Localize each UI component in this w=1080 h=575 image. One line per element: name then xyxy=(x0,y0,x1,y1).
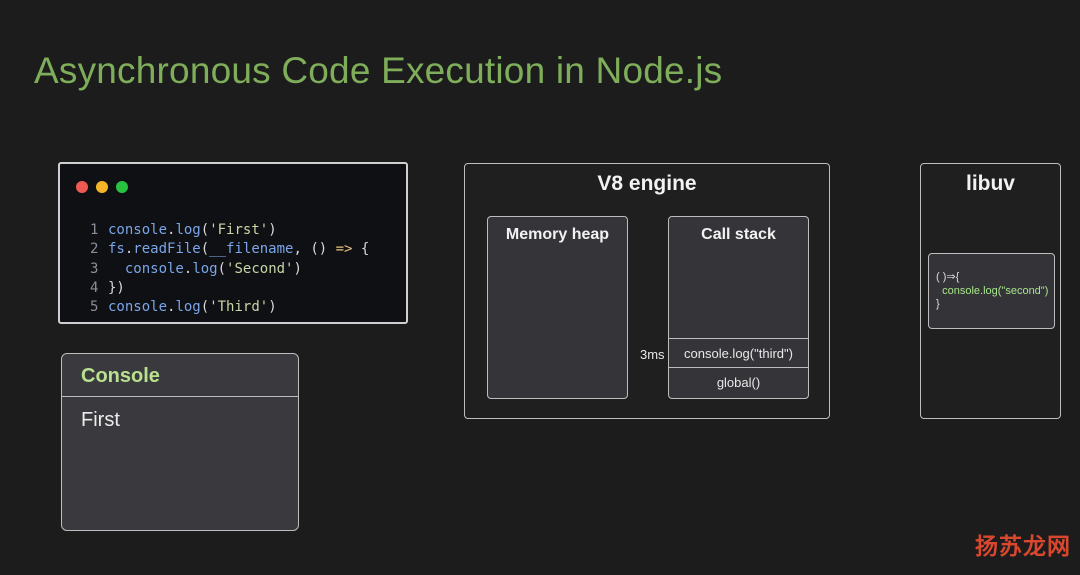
minimize-dot-icon[interactable] xyxy=(96,181,108,193)
watermark-logo: 扬苏龙网 xyxy=(975,534,1071,560)
code-token: fs xyxy=(108,241,125,258)
code-token: ( xyxy=(200,299,210,316)
code-token xyxy=(108,261,125,277)
memory-heap-box: Memory heap xyxy=(487,216,628,399)
code-token: . xyxy=(124,241,134,258)
window-controls xyxy=(76,181,128,193)
memory-heap-title: Memory heap xyxy=(505,226,610,243)
line-number: 3 xyxy=(90,260,99,277)
timer-label: 3ms xyxy=(640,347,665,362)
maximize-dot-icon[interactable] xyxy=(116,181,128,193)
line-number: 1 xyxy=(90,222,99,238)
console-title: Console xyxy=(62,354,298,397)
code-token: ) xyxy=(293,260,302,277)
code-token: , () xyxy=(293,241,336,258)
code-token: __filename xyxy=(209,241,294,258)
close-dot-icon[interactable] xyxy=(76,181,88,193)
code-line: 4}) xyxy=(90,279,369,298)
code-token: 'Second' xyxy=(226,260,294,277)
callback-line: } xyxy=(936,298,940,310)
stack-frame: global() xyxy=(669,367,808,396)
line-number: 5 xyxy=(90,299,99,316)
code-token: . xyxy=(167,299,176,316)
code-token: ( xyxy=(200,222,210,238)
v8-engine-title: V8 engine xyxy=(597,172,697,195)
console-output: First xyxy=(81,409,120,431)
code-token: => xyxy=(335,241,353,258)
call-stack-box: Call stack console.log("third") global() xyxy=(668,216,809,399)
code-token: . xyxy=(167,222,176,238)
call-stack-title: Call stack xyxy=(701,226,776,243)
code-token: console xyxy=(108,222,168,238)
code-line: 3 console.log('Second') xyxy=(90,260,369,279)
callback-line: console.log("second") xyxy=(936,284,1049,297)
code-token: log xyxy=(175,222,201,238)
code-line: 5 console.log('Third') xyxy=(90,298,369,317)
code-token: 'Third' xyxy=(209,299,269,316)
console-panel: Console First xyxy=(61,353,299,531)
code-token: . xyxy=(183,260,193,277)
callback-box: ( )⇒{ console.log("second") } xyxy=(928,253,1055,329)
code-token: console xyxy=(124,260,184,277)
line-number: 2 xyxy=(90,241,99,258)
code-token: log xyxy=(192,260,218,277)
libuv-title: libuv xyxy=(965,172,1015,195)
libuv-panel: libuv ( )⇒{ console.log("second") } xyxy=(920,163,1061,419)
code-token: console xyxy=(108,299,168,316)
code-token: 'First' xyxy=(209,222,269,238)
code-token: readFile xyxy=(133,241,201,258)
code-token: log xyxy=(175,299,201,316)
page-title: Asynchronous Code Execution in Node.js xyxy=(34,50,723,91)
code-token: ) xyxy=(268,222,277,238)
stack-frame: console.log("third") xyxy=(669,338,808,367)
code-token: ( xyxy=(200,241,210,258)
callback-line: ( )⇒{ xyxy=(936,271,960,283)
code-line: 1 console.log('First') xyxy=(90,221,369,240)
code-token: ) xyxy=(268,299,277,316)
code-line: 2 fs.readFile(__filename, () => { xyxy=(90,240,369,259)
code-token: { xyxy=(352,241,370,258)
code-token: ( xyxy=(217,260,227,277)
line-number: 4 xyxy=(90,279,99,296)
v8-engine-panel: V8 engine Memory heap 3ms Call stack con… xyxy=(464,163,830,419)
code-token: }) xyxy=(108,279,125,296)
